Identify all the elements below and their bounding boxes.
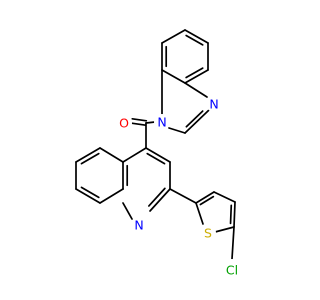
- bond-q-c4-c3: [145, 147, 171, 163]
- bond-q-c7-c8: [75, 188, 101, 204]
- bond-t-c3-c4: [213, 191, 236, 203]
- bond-t-c4-c5-second: [229, 204, 233, 225]
- bond-q-c8-c8a: [99, 188, 124, 204]
- bond-carbonyl-n1: [145, 121, 156, 124]
- svg-text:S: S: [204, 226, 212, 241]
- bond-q-c2-n1-second: [148, 187, 166, 207]
- bond-q-n1-c8a: [122, 202, 133, 220]
- atom-N3: N: [131, 217, 147, 233]
- bond-carbonyl-o-a: [130, 122, 147, 127]
- bond-t-c4-c5: [233, 201, 236, 228]
- atom-N2: N: [206, 96, 222, 112]
- bond-bz-2: [184, 29, 209, 44]
- bond-t-c2-c3-second: [199, 195, 215, 206]
- bond-t-c2-s: [195, 202, 204, 225]
- bond-im-c2-n3: [184, 109, 210, 134]
- bond-im-n1-c2: [168, 127, 186, 134]
- bond-q-c5-c6: [75, 147, 101, 163]
- bond-bz-2-second: [185, 34, 204, 46]
- bond-bz-4: [184, 69, 209, 84]
- atom-Cl1: Cl: [221, 259, 243, 281]
- svg-text:N: N: [134, 218, 143, 233]
- bond-im-c2-n3-second: [185, 110, 204, 128]
- bond-im-c3a-n3: [184, 82, 208, 98]
- svg-text:N: N: [209, 97, 218, 112]
- bond-t-s-c5: [214, 226, 235, 233]
- svg-text:Cl: Cl: [226, 263, 238, 278]
- svg-text:O: O: [119, 116, 129, 131]
- bond-q-c4a-c4: [122, 147, 147, 163]
- svg-text:N: N: [157, 115, 166, 130]
- atom-S1: S: [200, 225, 216, 241]
- molecule-structure: O N N N S Cl: [75, 29, 243, 281]
- bonds: [75, 29, 236, 260]
- bond-bz-1: [161, 29, 186, 44]
- atom-N1: N: [154, 114, 170, 130]
- bond-q-c2-n1: [149, 188, 171, 212]
- atom-O1: O: [116, 115, 132, 131]
- bond-t-c5-cl: [231, 226, 235, 260]
- bond-q-c7-c8-second: [80, 186, 100, 199]
- bond-carbonyl-o-b: [131, 117, 148, 122]
- bond-t-c2-c3: [195, 191, 215, 204]
- bond-q-c5-c6-second: [80, 152, 100, 165]
- bond-bz-4-second: [185, 67, 204, 79]
- bond-bz-5: [161, 69, 186, 84]
- bond-q-c4a-c5: [99, 147, 124, 163]
- bond-q-thiophene: [169, 188, 197, 204]
- bond-q-c4-c3-second: [146, 152, 166, 165]
- atom-labels: O N N N S Cl: [116, 96, 243, 281]
